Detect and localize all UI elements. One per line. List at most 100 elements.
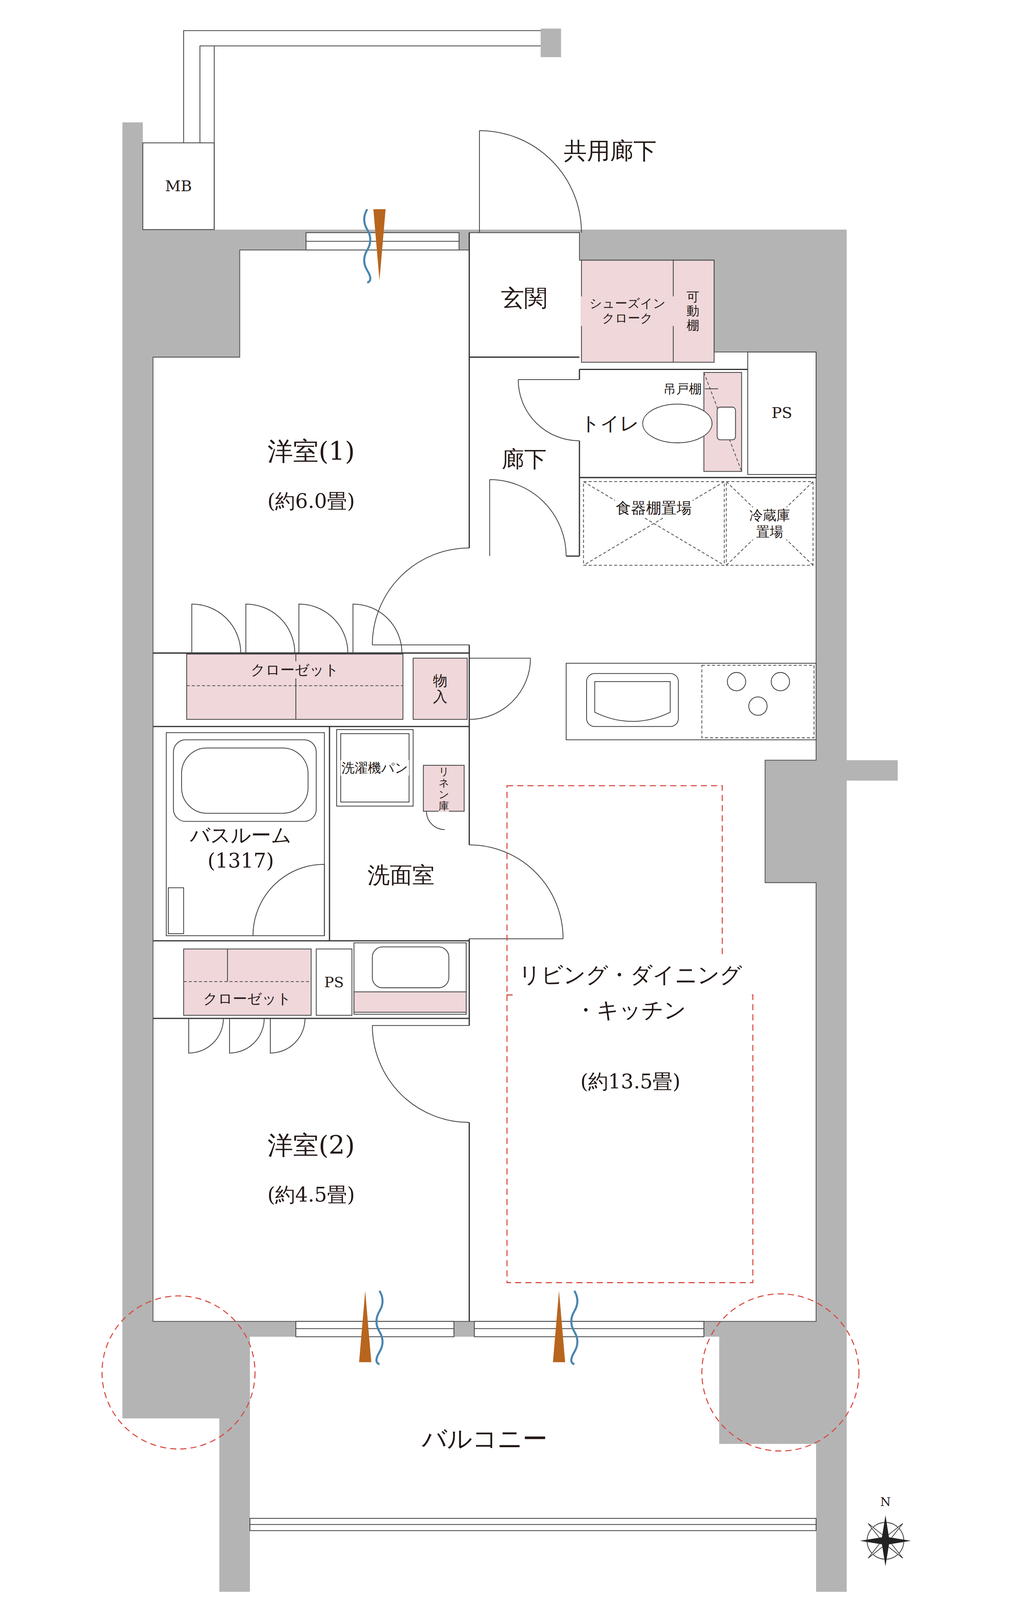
cupboard-mark — [583, 481, 725, 565]
bedroom: 洋室(2) (約4.5畳) — [153, 1096, 470, 1240]
storage-outline — [413, 657, 468, 719]
bathroom-outline — [166, 732, 325, 936]
storage-name: クローゼット — [249, 660, 340, 679]
linen-closet: リネン庫 — [423, 762, 465, 815]
toilet-room: トイレ — [577, 372, 643, 475]
storage-name: リネン庫 — [438, 765, 450, 812]
hallway: 廊下 — [471, 403, 578, 516]
pipe-space-label: PS — [770, 403, 794, 423]
living-dining-kitchen: リビング・ダイニング ・キッチン (約13.5畳) — [510, 948, 751, 1102]
washer-pan-outline — [336, 729, 414, 806]
fridge-mark — [726, 481, 814, 565]
washroom-door — [469, 844, 564, 939]
partition-wall — [153, 232, 817, 1322]
room-area: (約4.5畳) — [266, 1182, 356, 1207]
storage-name: 可動棚 — [686, 289, 700, 333]
balcony-railing — [249, 1517, 817, 1531]
meter-box-label: MB — [164, 177, 193, 196]
sink — [586, 673, 679, 727]
room-door — [372, 547, 470, 645]
room-name: 洗面室 — [366, 861, 436, 889]
closet: クローゼット — [186, 653, 404, 686]
airflow-arrow — [552, 1290, 566, 1362]
bathtub — [173, 739, 317, 821]
storage-name: クローゼット — [202, 989, 293, 1007]
burner — [748, 696, 768, 715]
corridor-label: 共用廊下 — [563, 137, 657, 166]
corridor-railing — [183, 30, 543, 230]
structural-wall — [122, 122, 898, 1591]
room-area: (約13.5畳) — [579, 1069, 682, 1094]
pipe-space: PS — [747, 351, 817, 475]
airflow-arrow — [359, 1290, 372, 1362]
toilet-bowl — [642, 403, 712, 443]
bath-shelf — [168, 887, 184, 934]
meter-box-outline — [142, 142, 215, 230]
closet-divider — [227, 948, 228, 982]
storage-door — [469, 657, 531, 719]
fridge-area — [726, 481, 814, 565]
room-name: 廊下 — [501, 445, 548, 473]
pipe-space-outline — [316, 948, 352, 1015]
fixture-label: 冷蔵庫 置場 — [743, 507, 796, 540]
floor-area — [153, 232, 817, 1322]
bathroom: バスルーム(1317) — [166, 810, 316, 885]
pipe-space: PS — [316, 948, 352, 1015]
airflow-wave — [376, 1290, 383, 1364]
linen-door — [426, 810, 445, 830]
structural-column-mark — [101, 1295, 256, 1449]
vanity-basin — [372, 946, 449, 988]
closet-outline — [186, 653, 404, 719]
meter-box: MB — [142, 142, 215, 230]
room-name: リビング・ダイニング ・キッチン — [512, 956, 749, 1028]
pipe-space-label: PS — [323, 973, 345, 991]
cupboard-area — [583, 481, 725, 565]
room-name: 玄関 — [500, 284, 549, 313]
closet-rail — [183, 980, 312, 982]
closet-doors — [188, 1017, 306, 1053]
window — [295, 1321, 454, 1337]
cupboard-space: 食器棚置場 — [583, 481, 725, 535]
closet-rail — [186, 684, 404, 686]
vanity — [353, 942, 467, 1014]
room-door — [372, 1025, 470, 1122]
bath-size: (1317) — [206, 848, 275, 873]
window-sash — [474, 1327, 704, 1329]
washer-pan: 洗濯機パン — [336, 729, 414, 806]
compass-star — [860, 1536, 912, 1545]
leader-line — [704, 388, 719, 390]
stove-area — [701, 664, 815, 738]
room-name: 洋室(2) — [266, 1129, 356, 1161]
north-mark: N — [880, 1494, 891, 1509]
window — [474, 1321, 704, 1337]
closet-doors — [191, 603, 403, 653]
hall-door — [489, 479, 567, 556]
airflow-wave — [571, 1290, 578, 1364]
vanity-base — [353, 991, 467, 1013]
balcony: バルコニー — [305, 1407, 663, 1469]
sink-basin — [594, 681, 671, 721]
airflow-wave — [364, 209, 371, 283]
kitchen-counter — [566, 662, 817, 740]
fixture-label: 食器棚置場 — [614, 499, 693, 518]
burner — [727, 672, 746, 691]
room-area: (約6.0畳) — [266, 489, 356, 513]
room-name: バスルーム — [189, 822, 293, 847]
storage-name: 物入 — [433, 672, 448, 705]
leader-label: 吊戸棚 — [663, 381, 702, 397]
toilet-tank — [717, 407, 736, 440]
storage-name: シューズイン クローク — [580, 296, 675, 326]
toilet-door — [518, 379, 580, 441]
closet: クローゼット — [183, 982, 312, 1014]
entrance: 玄関 — [469, 244, 580, 352]
bath-door — [253, 864, 325, 936]
movable-shelf: 可動棚 — [672, 260, 714, 363]
burner — [771, 672, 790, 691]
fixture-label: 洗濯機パン — [340, 759, 410, 776]
furniture-zone — [507, 994, 753, 1282]
shoe-closet: シューズイン クローク可動棚 — [580, 260, 715, 363]
closet-outline — [183, 948, 312, 1015]
